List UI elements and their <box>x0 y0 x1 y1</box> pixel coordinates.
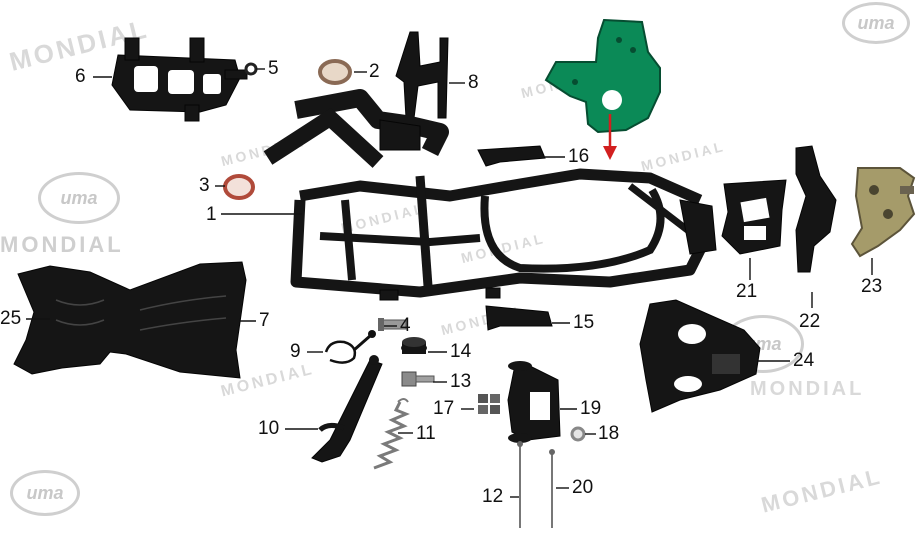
highlighted-bracket-part <box>544 18 661 134</box>
callout-label-9: 9 <box>290 341 301 362</box>
brand-logo: uma <box>842 2 910 44</box>
skid-plate-part <box>639 299 761 413</box>
rubber-bumper-part <box>401 337 427 354</box>
callout-label-22: 22 <box>799 311 821 332</box>
callout-label-4: 4 <box>400 315 411 336</box>
bolt-part <box>378 318 407 331</box>
callout-label-16: 16 <box>568 146 590 167</box>
side-bracket-part <box>395 31 449 119</box>
spring-part <box>373 398 410 470</box>
hinge-bracket-part <box>850 167 916 258</box>
callout-label-7: 7 <box>259 310 270 331</box>
engine-hanger-part <box>507 361 561 443</box>
tall-bracket-part <box>795 145 837 273</box>
rear-rack-part <box>111 37 248 122</box>
washer-part <box>570 426 586 442</box>
callout-label-18: 18 <box>598 423 620 444</box>
callout-label-15: 15 <box>573 312 595 333</box>
bearing-ring-part <box>318 59 352 85</box>
mount-bracket-part <box>477 145 546 167</box>
brand-logo: uma <box>38 172 120 224</box>
cable-part <box>324 330 376 364</box>
callout-label-20: 20 <box>572 477 594 498</box>
callout-label-10: 10 <box>258 418 280 439</box>
callout-label-1: 1 <box>206 204 217 225</box>
mount-bracket-part <box>485 305 553 331</box>
leader-lines <box>26 68 873 498</box>
plate-bracket-part <box>721 179 787 255</box>
callout-label-2: 2 <box>369 61 380 82</box>
watermark-text: MONDIAL <box>750 378 865 400</box>
callout-label-13: 13 <box>450 371 472 392</box>
watermark-text: MONDIAL <box>0 232 124 257</box>
callout-label-21: 21 <box>736 281 758 302</box>
callout-label-17: 17 <box>433 398 455 419</box>
bolt-head <box>549 449 555 455</box>
washer-part <box>244 62 258 76</box>
callout-label-24: 24 <box>793 350 815 371</box>
floor-panel-part <box>13 261 247 379</box>
bolt-head <box>517 441 523 447</box>
callout-label-8: 8 <box>468 72 479 93</box>
bolt-part <box>401 371 435 387</box>
callout-label-25: 25 <box>0 308 22 329</box>
callout-label-19: 19 <box>580 398 602 419</box>
seal-ring-part <box>223 174 255 200</box>
callout-label-14: 14 <box>450 341 472 362</box>
callout-label-23: 23 <box>861 276 883 297</box>
callout-label-5: 5 <box>268 58 279 79</box>
brand-logo: uma <box>10 470 80 516</box>
callout-label-3: 3 <box>199 175 210 196</box>
callout-label-6: 6 <box>75 66 86 87</box>
main-frame-part <box>263 89 717 301</box>
side-stand-part <box>311 355 383 463</box>
rubber-pads-part <box>478 394 500 414</box>
callout-label-12: 12 <box>482 486 504 507</box>
callout-label-11: 11 <box>416 423 436 444</box>
pointer-arrow <box>603 114 617 160</box>
